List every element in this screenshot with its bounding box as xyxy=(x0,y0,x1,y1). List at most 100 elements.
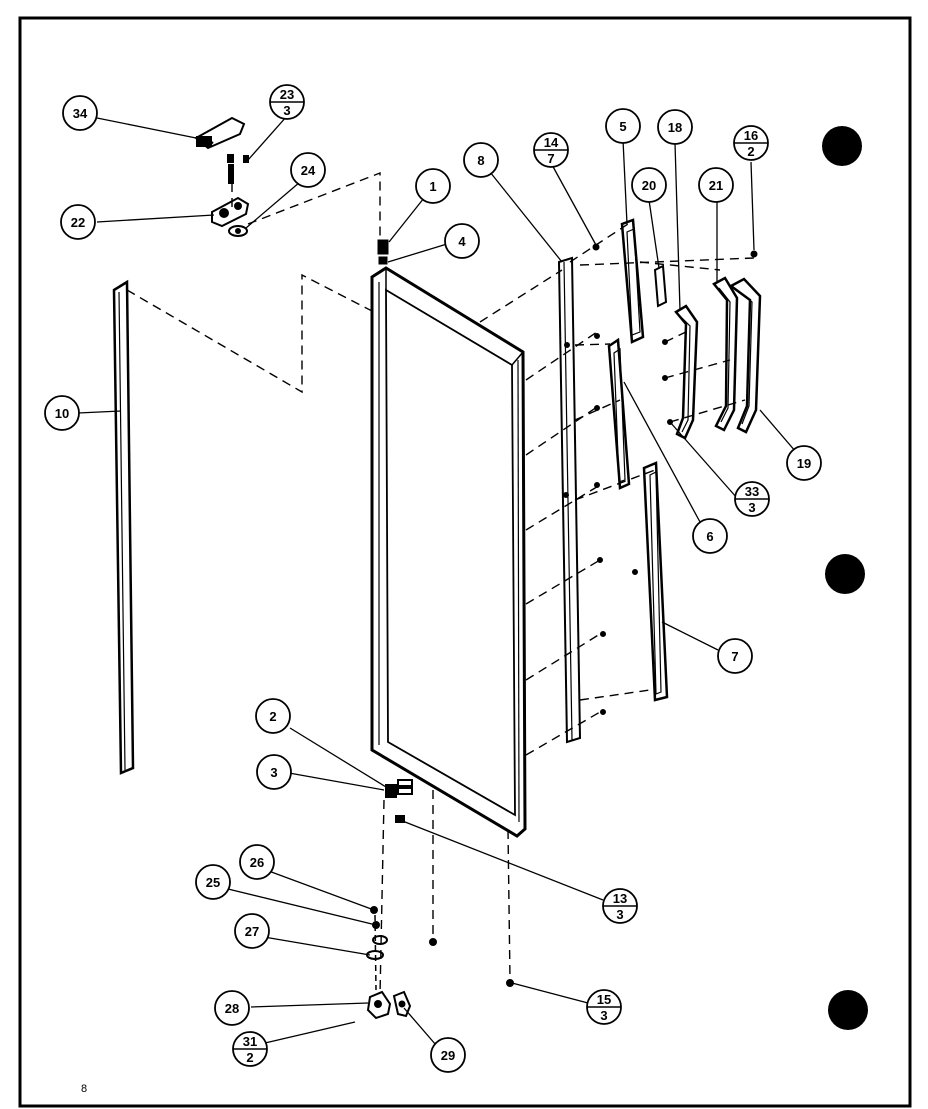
callout-circle xyxy=(415,168,451,204)
callout-circle xyxy=(195,864,231,900)
callout-number: 7 xyxy=(731,649,738,664)
callout-number: 20 xyxy=(642,178,656,193)
callout-number: 34 xyxy=(73,106,88,121)
door-panel xyxy=(370,266,527,838)
frame-7 xyxy=(642,461,669,702)
callout-20: 20 xyxy=(631,167,667,203)
callout-circle xyxy=(463,142,499,178)
callout-22: 22 xyxy=(60,204,96,240)
callout-number: 27 xyxy=(245,924,259,939)
callout-number: 25 xyxy=(206,875,220,890)
callout-circle xyxy=(657,109,693,145)
callout-quantity: 7 xyxy=(547,151,554,166)
callout-13: 133 xyxy=(602,888,638,924)
callout-circle xyxy=(62,95,98,131)
callout-number: 2 xyxy=(269,709,276,724)
callout-circle xyxy=(717,638,753,674)
callout-21: 21 xyxy=(698,167,734,203)
page-border xyxy=(18,16,912,1108)
callout-24: 24 xyxy=(290,152,326,188)
callout-14: 147 xyxy=(533,132,569,168)
punch-hole-middle xyxy=(825,554,865,594)
callout-5: 5 xyxy=(605,108,641,144)
callout-circle xyxy=(44,395,80,431)
callout-6: 6 xyxy=(692,518,728,554)
callout-circle xyxy=(692,518,728,554)
callout-8: 8 xyxy=(463,142,499,178)
callout-number: 1 xyxy=(429,179,436,194)
callout-29: 29 xyxy=(430,1037,466,1073)
callout-31: 312 xyxy=(232,1031,268,1067)
callout-number: 5 xyxy=(619,119,626,134)
callout-number: 6 xyxy=(706,529,713,544)
callout-circle xyxy=(256,754,292,790)
callout-number: 22 xyxy=(71,215,85,230)
callout-25: 25 xyxy=(195,864,231,900)
bracket-19 xyxy=(728,277,762,434)
callout-number: 18 xyxy=(668,120,682,135)
page-number: 8 xyxy=(81,1083,87,1095)
callout-33: 333 xyxy=(734,481,770,517)
callout-circle xyxy=(255,698,291,734)
callout-number: 15 xyxy=(597,992,611,1007)
callout-circle xyxy=(239,844,275,880)
callout-number: 13 xyxy=(613,891,627,906)
callout-circle xyxy=(214,990,250,1026)
hinge-screws xyxy=(227,154,249,184)
callout-number: 3 xyxy=(270,765,277,780)
callout-number: 14 xyxy=(544,135,559,150)
callout-number: 28 xyxy=(225,1001,239,1016)
punch-hole-bottom xyxy=(828,990,868,1030)
gasket-strip-10 xyxy=(112,279,135,775)
callout-1: 1 xyxy=(415,168,451,204)
callout-16: 162 xyxy=(733,125,769,161)
callout-circle xyxy=(60,204,96,240)
callout-number: 31 xyxy=(243,1034,257,1049)
callout-number: 19 xyxy=(797,456,811,471)
lower-hinge-parts xyxy=(366,906,412,1020)
callout-26: 26 xyxy=(239,844,275,880)
callout-number: 8 xyxy=(477,153,484,168)
callout-number: 23 xyxy=(280,87,294,102)
callout-circle xyxy=(290,152,326,188)
callout-quantity: 2 xyxy=(747,144,754,159)
callout-circle xyxy=(234,913,270,949)
callout-19: 19 xyxy=(786,445,822,481)
frame-6 xyxy=(607,337,631,490)
callout-number: 26 xyxy=(250,855,264,870)
mounting-screws xyxy=(563,243,758,715)
callout-number: 24 xyxy=(301,163,316,178)
callout-34: 34 xyxy=(62,95,98,131)
callout-circle xyxy=(698,167,734,203)
callout-circle xyxy=(605,108,641,144)
callout-18: 18 xyxy=(657,109,693,145)
callout-10: 10 xyxy=(44,395,80,431)
frame-5 xyxy=(620,218,645,344)
plate-20 xyxy=(653,264,668,308)
callout-circle xyxy=(786,445,822,481)
leader-lines xyxy=(77,115,797,1046)
callout-2: 2 xyxy=(255,698,291,734)
callout-number: 21 xyxy=(709,178,723,193)
callout-28: 28 xyxy=(214,990,250,1026)
side-strip-8 xyxy=(557,256,582,744)
callout-7: 7 xyxy=(717,638,753,674)
callout-quantity: 3 xyxy=(616,907,623,922)
callout-circle xyxy=(430,1037,466,1073)
door-bottom-hardware xyxy=(385,779,514,987)
callout-circle xyxy=(631,167,667,203)
hinge-cover-34 xyxy=(194,116,246,150)
hinge-washer-24 xyxy=(228,225,248,237)
assembly-lines xyxy=(126,171,755,996)
callout-27: 27 xyxy=(234,913,270,949)
callout-number: 29 xyxy=(441,1048,455,1063)
door-top-hardware xyxy=(377,239,389,265)
callout-number: 4 xyxy=(458,234,466,249)
callout-number: 33 xyxy=(745,484,759,499)
callout-number: 16 xyxy=(744,128,758,143)
callout-quantity: 3 xyxy=(283,103,290,118)
callout-3: 3 xyxy=(256,754,292,790)
callout-quantity: 3 xyxy=(748,500,755,515)
